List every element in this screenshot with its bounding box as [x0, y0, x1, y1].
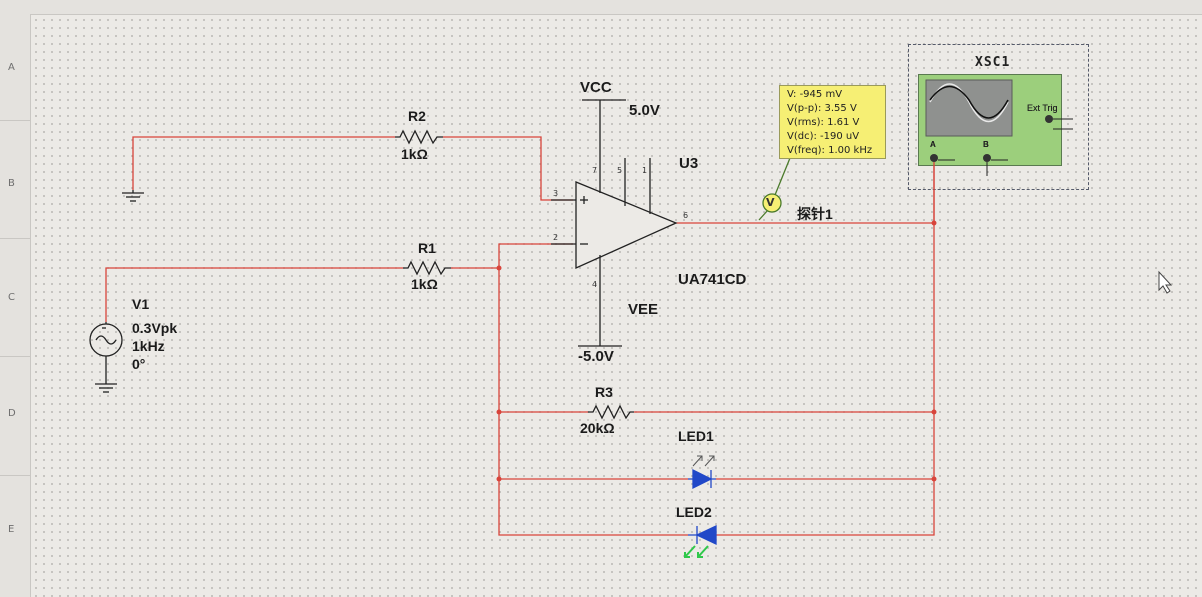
- junction-dot: [931, 409, 937, 415]
- led2-label: LED2: [676, 504, 712, 520]
- v1-label: V1: [132, 296, 150, 312]
- v1-amplitude: 0.3Vpk: [132, 320, 178, 336]
- oscilloscope-screen: [926, 80, 1012, 136]
- ruler-tick: [0, 356, 30, 357]
- oscilloscope-channel-b-label: B: [983, 140, 989, 149]
- ruler-tick: [0, 238, 30, 239]
- vee-value: -5.0V: [578, 348, 614, 365]
- probe-readout: V: -945 mV V(p-p): 3.55 V V(rms): 1.61 V…: [779, 85, 886, 159]
- r2-label: R2: [408, 108, 426, 124]
- probe-symbol: V: [766, 196, 775, 209]
- junction-dot: [496, 409, 502, 415]
- ground-icon: [122, 190, 144, 202]
- r1-value: 1kΩ: [411, 276, 438, 292]
- vcc-label: VCC: [580, 79, 612, 96]
- r2-value: 1kΩ: [401, 146, 428, 162]
- vee-label: VEE: [628, 301, 659, 318]
- u3-part: UA741CD: [678, 271, 747, 288]
- wire-v1-r1: [105, 267, 403, 322]
- pin-label: 3: [553, 189, 559, 198]
- ruler-tick: [0, 120, 30, 121]
- probe-reading-vpp: V(p-p): 3.55 V: [787, 103, 857, 114]
- resistor-icon: [588, 404, 634, 420]
- wire-feedback-left: [498, 268, 688, 536]
- junction-dot: [496, 265, 502, 271]
- pin-label: 5: [617, 166, 623, 175]
- junctions: [496, 220, 937, 482]
- junction-dot: [931, 220, 937, 226]
- wire-led2-right: [716, 223, 935, 536]
- r3-value: 20kΩ: [580, 420, 615, 436]
- oscilloscope-ext-trig-label: Ext Trig: [1027, 103, 1058, 113]
- oscilloscope-channel-a-label: A: [930, 140, 936, 149]
- v1-phase: 0°: [132, 356, 146, 372]
- junction-dot: [496, 476, 502, 482]
- r1-label: R1: [418, 240, 436, 256]
- ruler-label-a: A: [8, 62, 15, 73]
- probe-reading-vdc: V(dc): -190 uV: [787, 131, 860, 142]
- led1-label: LED1: [678, 428, 714, 444]
- ground-icon: [95, 356, 117, 393]
- pin-label: 6: [683, 211, 689, 220]
- column-ruler: [30, 0, 1202, 15]
- oscilloscope-channel-a-text: A: [930, 140, 936, 149]
- wire-r2-gnd: [132, 136, 395, 190]
- u3-label: U3: [679, 155, 699, 172]
- resistor-icon: [403, 260, 451, 276]
- ruler-tick: [0, 475, 30, 476]
- voltage-probe-icon: [758, 157, 791, 221]
- pin-label: 2: [553, 233, 559, 242]
- pin-label: 7: [592, 166, 598, 175]
- led-icon: [684, 524, 717, 558]
- ruler-label-c: C: [8, 292, 15, 303]
- resistor-icon: [395, 129, 443, 145]
- junction-dot: [931, 476, 937, 482]
- opamp-icon: [551, 100, 678, 346]
- pin-label: 1: [642, 166, 648, 175]
- probe-reading-vrms: V(rms): 1.61 V: [787, 117, 860, 128]
- ruler-label-e: E: [8, 524, 15, 535]
- wire-r1-inminus: [451, 243, 573, 269]
- oscilloscope-label: XSC1: [975, 55, 1011, 70]
- led-icon: [688, 455, 716, 490]
- vcc-value: 5.0V: [629, 102, 660, 119]
- probe-reading-v: V: -945 mV: [787, 89, 843, 100]
- oscilloscope-channel-b-text: B: [983, 140, 989, 149]
- oscilloscope-selection-frame[interactable]: [908, 44, 1089, 190]
- v1-frequency: 1kHz: [132, 338, 165, 354]
- ruler-label-b: B: [8, 178, 15, 189]
- probe-reading-vfreq: V(freq): 1.00 kHz: [787, 145, 873, 156]
- mouse-pointer-icon: [1158, 270, 1173, 294]
- r3-label: R3: [595, 384, 613, 400]
- row-ruler: A B C D E: [0, 0, 31, 597]
- probe-label: 探针1: [797, 206, 833, 222]
- ac-source-icon: [89, 322, 123, 357]
- pin-label: 4: [592, 280, 598, 289]
- ruler-label-d: D: [8, 408, 16, 419]
- oscilloscope-ext-trig-text: Ext Trig: [1027, 103, 1058, 113]
- wires: [105, 136, 935, 536]
